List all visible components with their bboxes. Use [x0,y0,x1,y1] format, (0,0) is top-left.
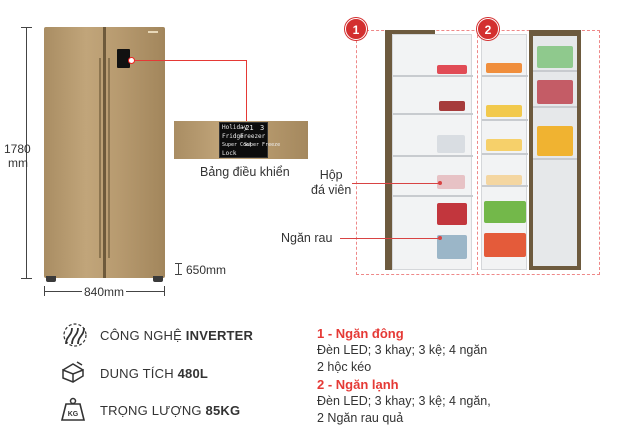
screen-text-super-freeze: Super Freeze [244,142,281,148]
panel-connector-line [135,60,247,61]
height-label: 1780 mm [4,142,31,170]
capacity-icon [62,361,84,383]
fridge-compartment [481,34,528,270]
depth-cap-bottom [175,274,182,275]
height-value: 1780 [4,142,31,156]
control-panel-caption: Bảng điều khiển [200,165,290,179]
ice-box-label-2: đá viên [311,183,352,197]
ice-box-pointer [352,183,440,184]
width-cap-right [164,286,165,296]
vegetable-pointer [340,238,440,239]
ice-box-callout: Hộp đá viên [311,168,351,198]
vegetable-pointer-dot [438,236,442,240]
zone-badge-1: 1 [345,18,367,40]
spec-weight: TRỌNG LƯỢNG 85KG [100,403,240,418]
depth-cap-top [175,263,182,264]
brand-logo [148,31,158,33]
screen-text-freezer: Freezer [240,133,266,140]
zone-1-line-2: 2 hộc kéo [317,360,372,374]
zone-badge-2: 2 [477,18,499,40]
height-dimension-line [26,27,27,279]
screen-text-super-cool: Super Cool [222,142,253,148]
panel-highlight-dot [128,57,135,64]
depth-dimension-line [178,263,179,275]
width-cap-left [44,286,45,296]
spec-inverter: CÔNG NGHỆ INVERTER [100,328,253,343]
spec-weight-value: 85KG [205,403,241,418]
height-cap-top [21,27,32,28]
door-split [103,27,106,278]
right-door-handle [108,58,110,258]
screen-text-holiday: Holiday [222,124,248,131]
spec-inverter-value: INVERTER [185,328,254,343]
zone-1-title: 1 - Ngăn đông [317,326,404,341]
depth-label: 650mm [186,263,227,277]
zone-1-line-1: Đèn LED; 3 khay; 3 kệ; 4 ngăn [317,343,488,357]
screen-text-freezer-temp: -21 [241,124,254,132]
spec-capacity-value: 480L [177,366,209,381]
spec-weight-label: TRỌNG LƯỢNG [100,403,206,418]
fridge-feet [44,276,165,282]
spec-capacity-label: DUNG TÍCH [100,366,178,381]
screen-text-fridge: Fridge [222,133,244,140]
fridge-door-shelves [533,36,577,266]
width-label: 840mm [82,285,127,299]
ice-box-label-1: Hộp [319,168,343,182]
weight-icon-text: KG [68,411,79,418]
panel-connector-line-vertical [246,60,247,121]
height-unit: mm [8,156,28,170]
left-door-handle [99,58,101,258]
zone-2-line-1: Đèn LED; 3 khay; 3 kệ; 4 ngăn, [317,394,491,408]
zone-2-title: 2 - Ngăn lạnh [317,377,399,392]
spec-inverter-label: CÔNG NGHỆ [100,328,186,343]
mini-control-panel [117,49,130,68]
screen-text-fridge-temp: 3 [260,124,265,132]
zone-descriptions: 1 - Ngăn đông Đèn LED; 3 khay; 3 kệ; 4 n… [317,325,491,427]
zone-divider [477,30,478,275]
control-panel-screen: Holiday -21 3 Fridge Freezer Super Cool … [219,122,280,158]
vegetable-callout: Ngăn rau [281,231,333,245]
screen-text-lock: Lock [222,150,237,157]
inverter-icon [63,323,87,347]
zone-2-line-2: 2 Ngăn rau quả [317,411,404,425]
spec-capacity: DUNG TÍCH 480L [100,366,208,381]
freezer-compartment [392,34,473,270]
weight-kg-icon: KG [60,397,86,421]
height-cap-bottom [21,278,32,279]
ice-box-pointer-dot [438,181,442,185]
